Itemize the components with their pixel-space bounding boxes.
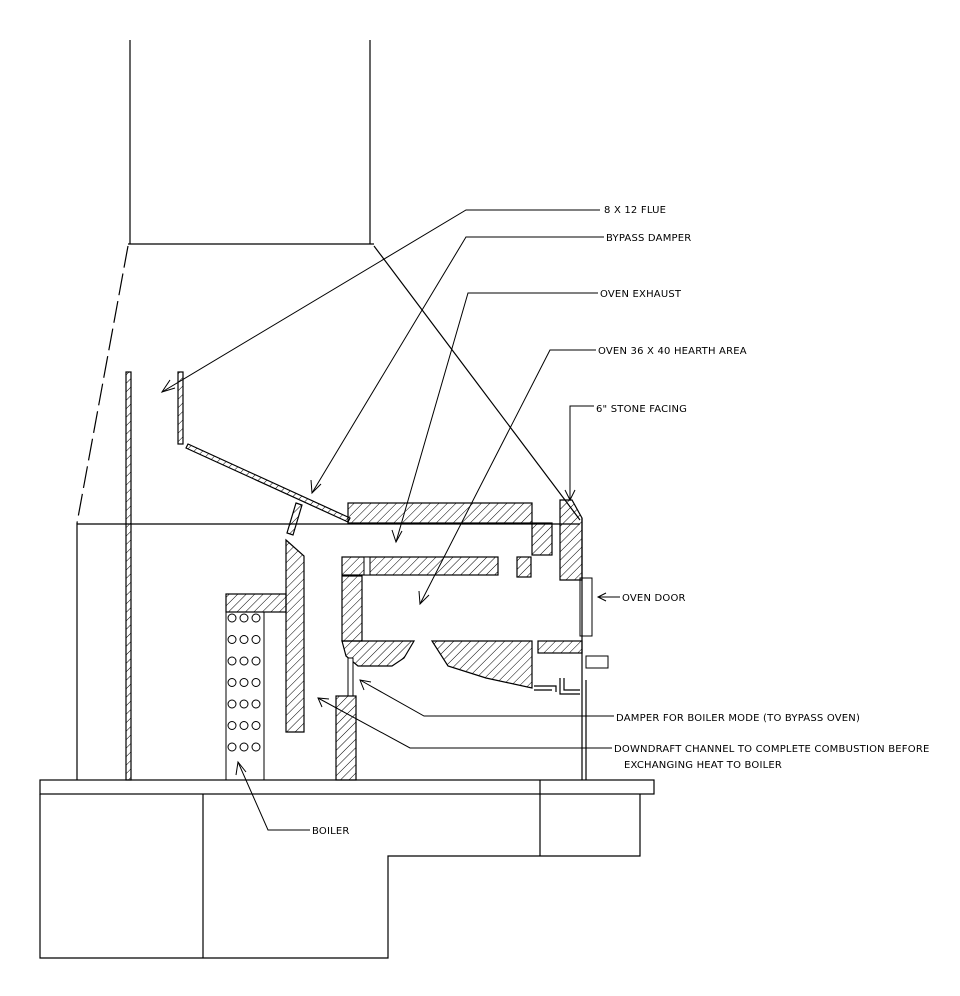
left-wall-liner <box>125 371 132 781</box>
svg-text:DOWNDRAFT CHANNEL TO COMPLETE: DOWNDRAFT CHANNEL TO COMPLETE COMBUSTION… <box>614 744 930 755</box>
boiler-tube <box>239 742 249 752</box>
boiler-tube <box>251 635 261 644</box>
boiler-tube <box>251 613 261 623</box>
oven-ceiling-right-block <box>516 556 532 578</box>
door-angle-brackets <box>534 678 580 695</box>
oven-top-slab <box>347 502 533 524</box>
boiler <box>225 611 265 781</box>
boiler-mode-damper <box>347 657 354 697</box>
boiler-tube <box>239 721 249 730</box>
chimney <box>128 40 374 245</box>
label-oven-area: OVEN 36 X 40 HEARTH AREA <box>418 346 747 606</box>
boiler-tube <box>239 613 249 623</box>
svg-text:8 X 12 FLUE: 8 X 12 FLUE <box>604 205 666 216</box>
bypass-damper-plate <box>185 443 351 523</box>
oven-door <box>579 518 609 780</box>
svg-text:OVEN EXHAUST: OVEN EXHAUST <box>600 289 682 300</box>
svg-text:BYPASS DAMPER: BYPASS DAMPER <box>606 233 691 244</box>
oven-back-wall <box>341 575 363 642</box>
stone-facing <box>559 499 583 581</box>
boiler-tube <box>251 656 261 666</box>
oven-ceiling-slab <box>341 556 499 576</box>
label-boiler-damper: DAMPER FOR BOILER MODE (TO BYPASS OVEN) <box>359 679 860 724</box>
boiler-tube <box>227 699 237 709</box>
downdraft-channel-wall <box>335 695 357 781</box>
boiler-tube <box>239 678 249 687</box>
label-boiler: BOILER <box>235 760 350 837</box>
boiler-tube <box>227 635 237 644</box>
oven-top-right-block <box>531 522 553 556</box>
boiler-tube <box>251 699 261 709</box>
oven-floor-left <box>341 640 416 667</box>
svg-text:OVEN 36 X 40 HEARTH AREA: OVEN 36 X 40 HEARTH AREA <box>598 346 747 357</box>
boiler-tube <box>251 721 261 730</box>
boiler-tube <box>227 613 237 623</box>
flue-damper-plate <box>177 371 184 445</box>
label-oven-exhaust: OVEN EXHAUST <box>391 289 682 544</box>
oven-floor-right <box>430 640 533 689</box>
label-downdraft: DOWNDRAFT CHANNEL TO COMPLETE COMBUSTION… <box>317 697 930 771</box>
label-oven-door: OVEN DOOR <box>596 592 686 604</box>
smoke-chamber-left-slope <box>76 245 129 780</box>
bypass-damper-rod <box>286 502 303 536</box>
boiler-tube <box>251 678 261 687</box>
smoke-chamber-right-slope <box>373 245 581 521</box>
boiler-tube <box>227 678 237 687</box>
svg-text:6" STONE FACING: 6" STONE FACING <box>596 404 687 415</box>
boiler-tube <box>227 721 237 730</box>
svg-text:DAMPER FOR BOILER MODE (TO BYP: DAMPER FOR BOILER MODE (TO BYPASS OVEN) <box>616 713 860 724</box>
oven-ceiling-gap <box>363 556 371 576</box>
boiler-tube <box>227 742 237 752</box>
boiler-tube <box>251 742 261 752</box>
oven-door-sill <box>537 640 583 654</box>
boiler-tubes <box>227 613 261 752</box>
boiler-tube <box>239 635 249 644</box>
label-flue: 8 X 12 FLUE <box>160 205 666 393</box>
svg-text:EXCHANGING HEAT TO BOILER: EXCHANGING HEAT TO BOILER <box>624 760 782 771</box>
boiler-tube <box>239 656 249 666</box>
boiler-tube <box>239 699 249 709</box>
base-hearth <box>39 779 655 959</box>
boiler-tube <box>227 656 237 666</box>
firebox-sloped-wall <box>285 538 305 733</box>
svg-text:OVEN DOOR: OVEN DOOR <box>622 593 686 604</box>
label-bypass-damper: BYPASS DAMPER <box>310 233 691 495</box>
label-stone-facing: 6" STONE FACING <box>564 404 687 502</box>
svg-text:BOILER: BOILER <box>312 826 350 837</box>
boiler-top-connector <box>225 593 287 613</box>
